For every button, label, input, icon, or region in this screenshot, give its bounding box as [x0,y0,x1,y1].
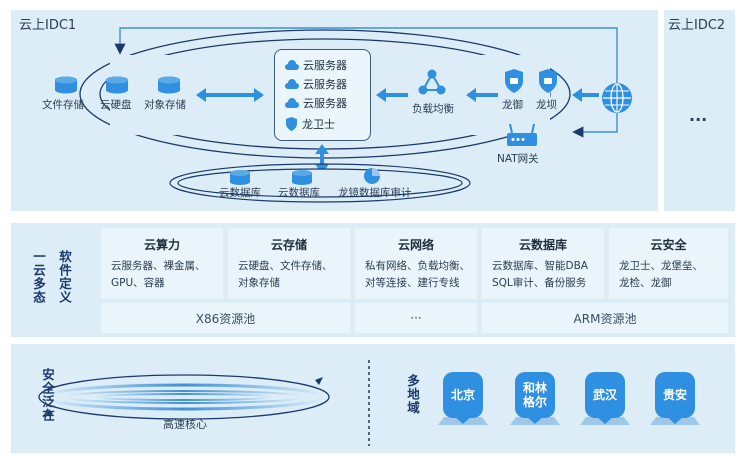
object-storage-label: 对象存储 [144,99,186,111]
server-row: 云服务器 [285,95,347,111]
card-body: 云硬盘、文件存储、 对象存储 [238,258,344,292]
card-body: 云服务器、裸金属、 GPU、容器 [111,258,217,292]
card-line: 对等连接、建行专线 [365,277,460,289]
arm-pool: ARM资源池 [482,303,728,333]
card-line: 私有网络、负载均衡、 [365,260,470,272]
idc2-title: 云上IDC2 [668,18,726,33]
card-body: 云数据库、智能DBA SQL审计、备份服务 [492,258,598,292]
card-line: 龙检、龙御 [619,277,672,289]
network-card: 云网络 私有网络、负载均衡、 对等连接、建行专线 [355,228,477,299]
longyu-label: 龙御 [502,99,523,111]
pin-helinger [510,372,560,425]
server-row: 云服务器 [285,76,347,92]
card-line: 云服务器、裸金属、 [111,260,206,272]
db-audit-label: 龙镜数据库审计 [338,187,412,199]
card-line: 云数据库、智能DBA [492,260,588,272]
one-cloud-multi-form-label: 一云多态 [31,250,46,304]
database-label-2: 云数据库 [278,187,320,199]
card-title: 云存储 [270,238,307,252]
database-ring-outer [169,163,471,203]
nat-label: NAT网关 [497,153,539,165]
card-line: SQL审计、备份服务 [492,277,587,289]
card-body: 龙卫士、龙堡垒、 龙检、龙御 [619,258,722,292]
load-balancer-icon [418,69,446,95]
cloud-disk-icon [106,76,128,94]
cloud-disk-label: 云硬盘 [100,99,132,111]
server-group: 云服务器 云服务器 云服务器 龙卫士 [274,49,371,141]
card-line: GPU、容器 [111,277,165,289]
object-storage-icon [158,76,180,94]
guard-shield-icon [286,117,297,131]
security-card: 云安全 龙卫士、龙堡垒、 龙检、龙御 [609,228,728,299]
server-cloud-icon [285,79,299,89]
core-swirl [42,383,326,411]
database-card: 云数据库 云数据库、智能DBA SQL审计、备份服务 [482,228,604,299]
return-path [114,27,618,83]
card-title: 云数据库 [518,238,567,252]
pool-ellipsis: ··· [355,303,477,333]
security-everywhere-label: 安全泛在 [40,368,55,422]
x86-pool: X86资源池 [101,303,350,333]
server-cloud-icon [285,98,299,108]
card-title: 云网络 [397,238,434,252]
server-label: 云服务器 [303,59,347,72]
region-beijing: 北京 [450,388,475,402]
card-title: 云安全 [650,238,687,252]
region-helinger: 和林格尔 [522,381,547,409]
router-icon [507,123,537,146]
longba-label: 龙坝 [536,99,557,111]
database-icon-1 [230,170,250,185]
server-label: 云服务器 [303,78,347,91]
card-line: 龙卫士、龙堡垒、 [619,260,703,272]
idc1-title: 云上IDC1 [19,18,77,33]
high-speed-core-label: 高速核心 [163,418,207,431]
pin-wuhan [580,372,630,425]
core-ring-outer [38,374,330,420]
database-label-1: 云数据库 [219,187,261,199]
storage-card: 云存储 云硬盘、文件存储、 对象存储 [228,228,350,299]
pin-guian [650,372,700,425]
card-line: 对象存储 [238,277,280,289]
load-balancer-label: 负载均衡 [412,103,454,115]
server-row: 云服务器 [285,57,347,73]
shield-icon-longba [539,69,557,93]
nat-path [572,113,618,138]
globe-icon [602,83,632,113]
card-line: 云硬盘、文件存储、 [238,260,333,272]
guard-label: 龙卫士 [302,118,335,131]
card-body: 私有网络、负载均衡、 对等连接、建行专线 [365,258,471,292]
file-storage-icon [55,76,77,94]
idc2-panel [664,10,735,211]
shield-icon-longyu [505,69,523,93]
pin-beijing [438,372,488,425]
software-defined-label: 软件定义 [57,250,72,304]
compute-card: 云算力 云服务器、裸金属、 GPU、容器 [101,228,223,299]
database-icon-2 [292,170,312,185]
idc2-more: ··· [689,110,708,129]
server-label: 云服务器 [303,97,347,110]
guard-row: 龙卫士 [285,116,335,132]
multi-region-label: 多地域 [405,374,420,415]
file-storage-label: 文件存储 [42,99,84,111]
region-wuhan: 武汉 [592,388,617,402]
network-ring-outer [79,29,571,159]
region-guian: 贵安 [662,388,687,402]
db-audit-pie-icon [364,168,380,184]
server-cloud-icon [285,60,299,70]
card-title: 云算力 [143,238,180,252]
